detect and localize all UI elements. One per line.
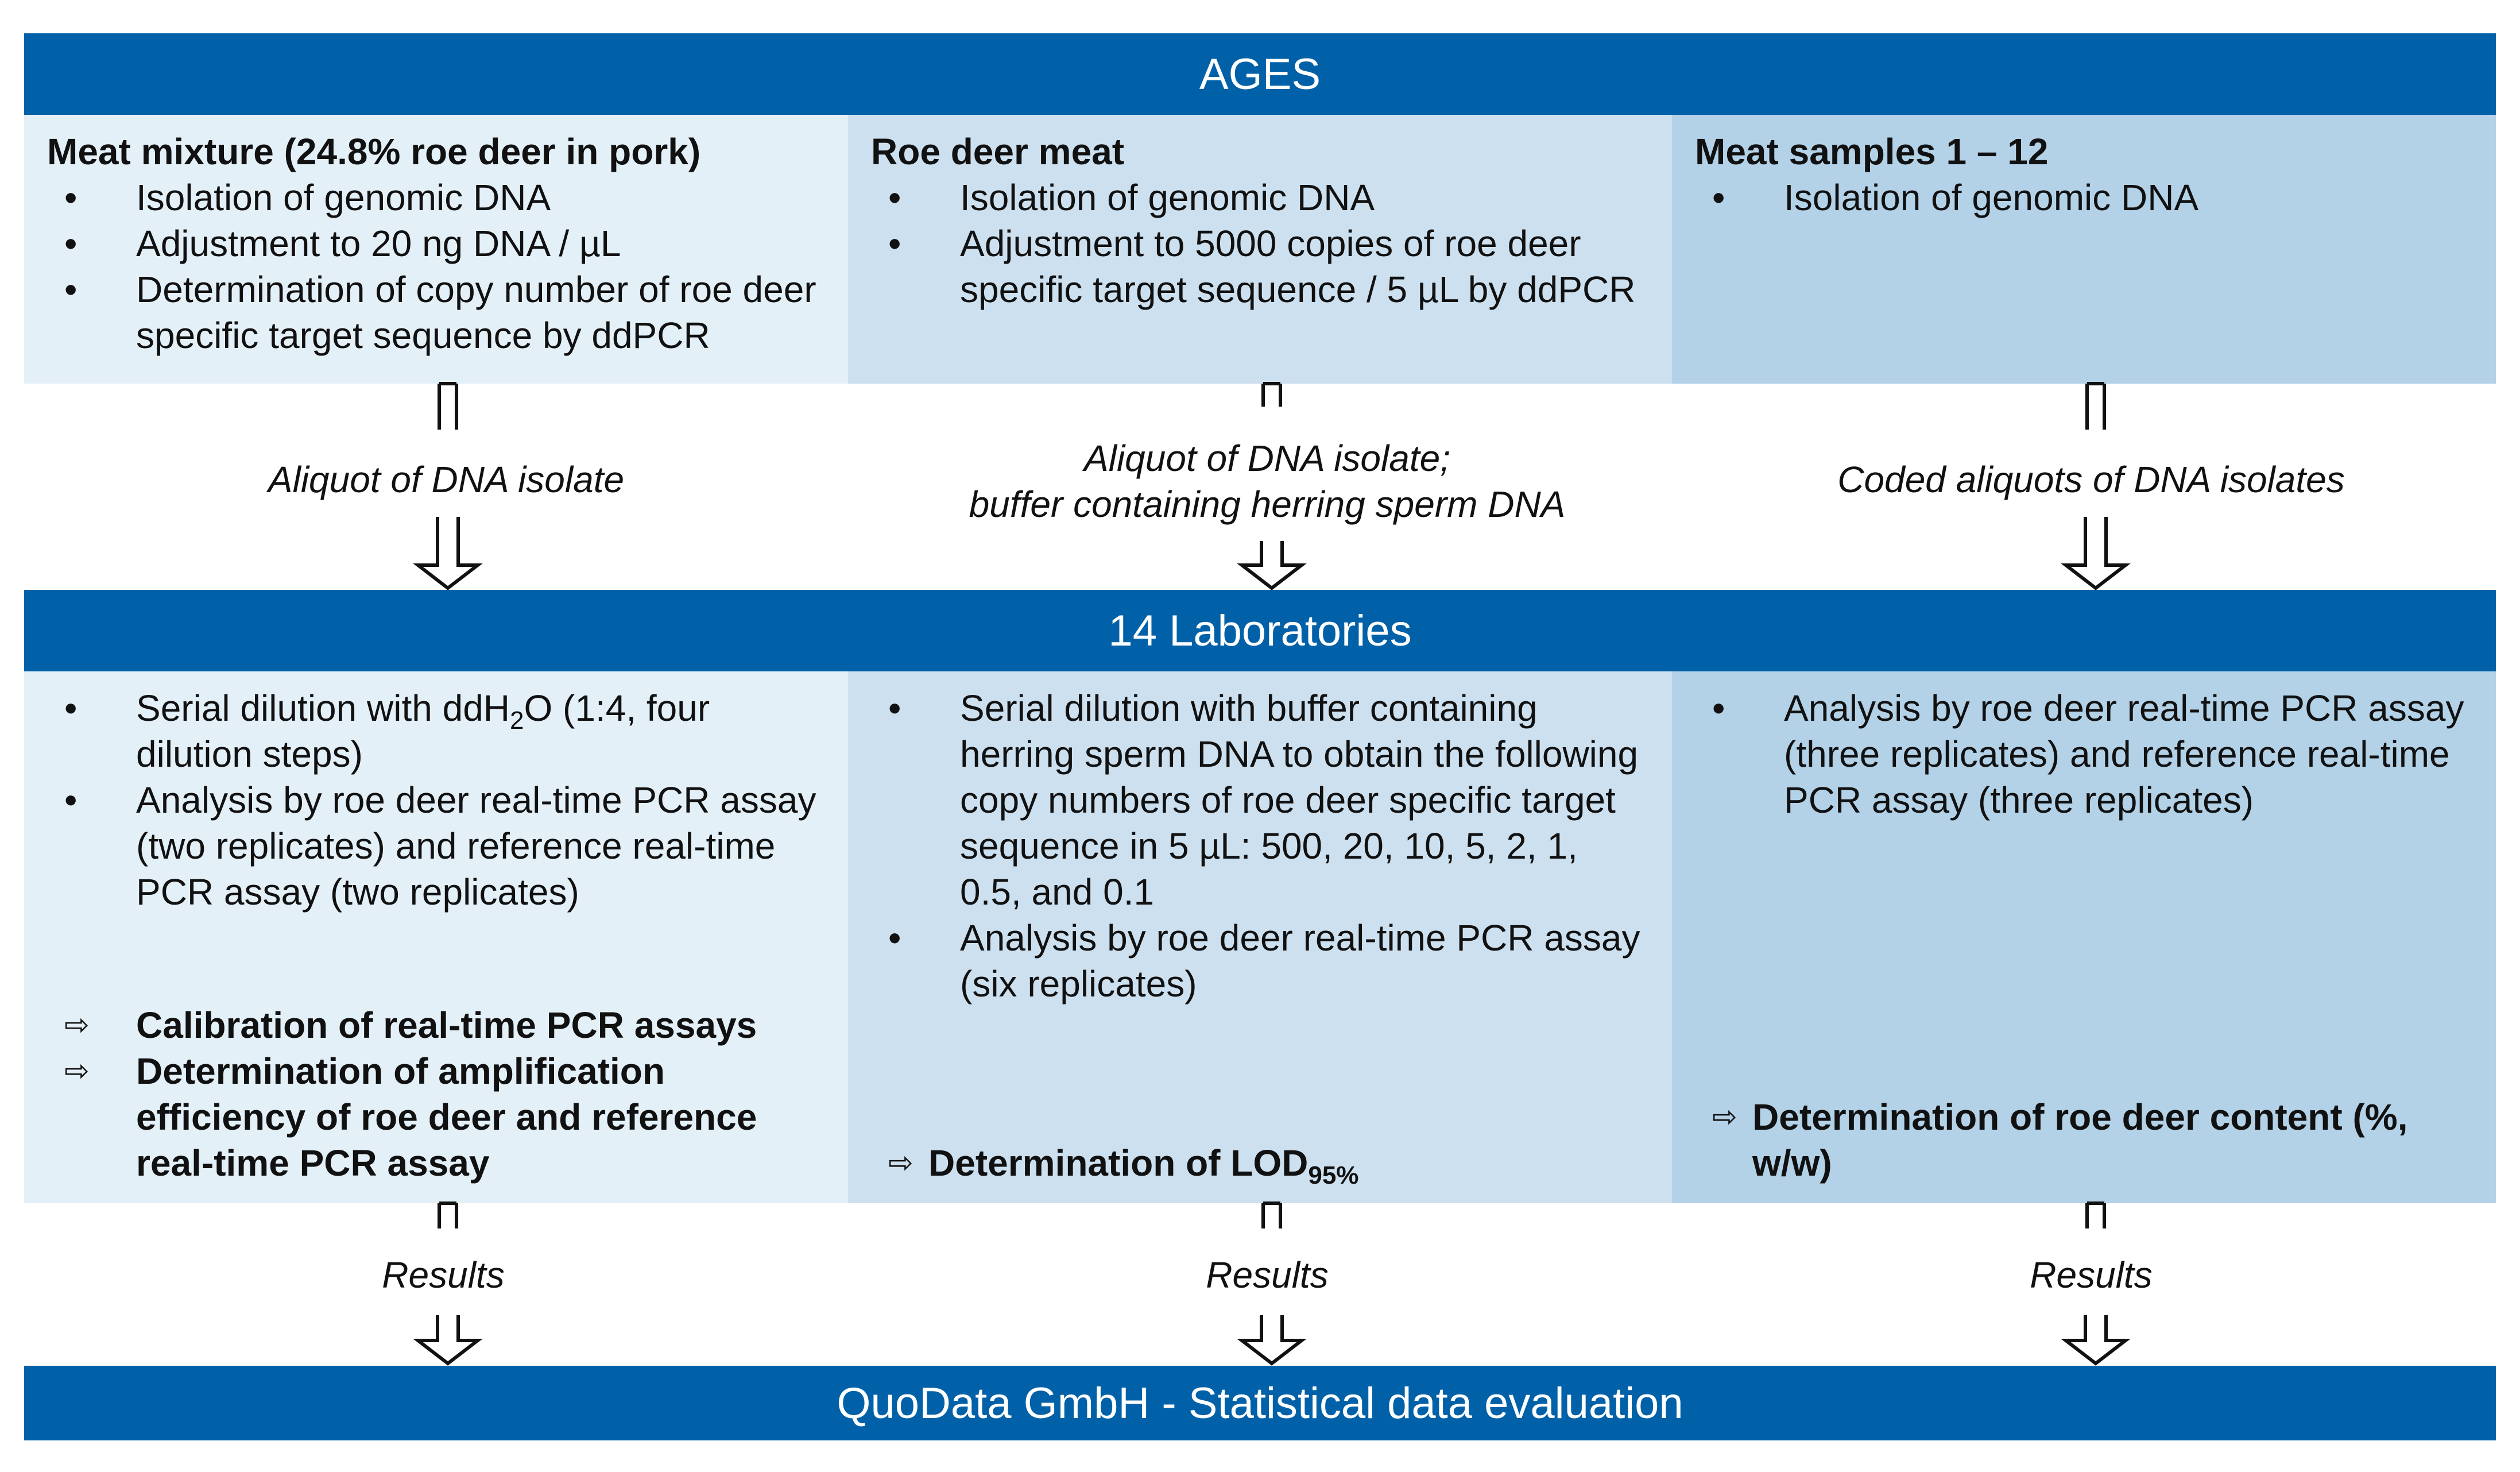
bullet-list: Isolation of genomic DNA Adjustment to 2… (47, 175, 825, 358)
panel-meat-mixture: Meat mixture (24.8% roe deer in pork) Is… (24, 115, 848, 384)
item-text: Serial dilution with ddH (136, 687, 510, 729)
banner-ages-label: AGES (1199, 49, 1321, 99)
panel-meat-samples: Meat samples 1 – 12 Isolation of genomic… (1672, 115, 2496, 384)
list-item: Isolation of genomic DNA (1695, 175, 2473, 221)
bullet-list: Serial dilution with buffer containing h… (871, 685, 1649, 1007)
outcome-item: ⇨ Calibration of real-time PCR assays (47, 1002, 825, 1048)
list-item: Analysis by roe deer real-time PCR assay… (47, 777, 825, 915)
item-text: O (1:4, four dilution steps) (136, 687, 710, 775)
transfer-label-2: Aliquot of DNA isolate; buffer containin… (848, 435, 1686, 527)
hollow-down-arrow-icon (1237, 1315, 1307, 1366)
transfer-text: Aliquot of DNA isolate; (1084, 438, 1450, 479)
list-item: Analysis by roe deer real-time PCR assay… (1695, 685, 2473, 823)
hollow-down-arrow-icon (1261, 382, 1282, 407)
banner-quodata: QuoData GmbH - Statistical data evaluati… (24, 1366, 2496, 1440)
hollow-down-arrow-icon (438, 382, 458, 430)
hollow-down-arrow-icon (2061, 517, 2131, 590)
banner-laboratories-label: 14 Laboratories (1108, 606, 1412, 655)
hollow-down-arrow-icon (413, 517, 483, 590)
list-item: Adjustment to 5000 copies of roe deer sp… (871, 221, 1649, 312)
panel-roe-deer-meat: Roe deer meat Isolation of genomic DNA A… (848, 115, 1672, 384)
transfer-text: Aliquot of DNA isolate (268, 459, 625, 500)
outcome-list: ⇨ Determination of roe deer content (%, w… (1695, 1094, 2473, 1186)
panel-title: Meat samples 1 – 12 (1695, 131, 2049, 172)
outcome-text: Determination of amplification efficienc… (136, 1050, 757, 1184)
outcome-text: Calibration of real-time PCR assays (136, 1004, 757, 1046)
outcome-list: ⇨ Determination of LOD95% (871, 1140, 1649, 1189)
results-text: Results (2030, 1254, 2153, 1296)
transfer-label-1: Aliquot of DNA isolate (24, 457, 868, 503)
panel-lab-content: Analysis by roe deer real-time PCR assay… (1672, 671, 2496, 1203)
hollow-right-arrow-icon: ⇨ (888, 1146, 913, 1180)
panel-title: Roe deer meat (871, 131, 1125, 172)
hollow-down-arrow-icon (2061, 1315, 2131, 1366)
outcome-list: ⇨ Calibration of real-time PCR assays ⇨ De… (47, 1002, 825, 1186)
bullet-list: Analysis by roe deer real-time PCR assay… (1695, 685, 2473, 823)
results-label-2: Results (848, 1252, 1686, 1298)
hollow-down-arrow-icon (438, 1201, 458, 1228)
list-item: Isolation of genomic DNA (47, 175, 825, 221)
hollow-down-arrow-icon (413, 1315, 483, 1366)
outcome-text: Determination of LOD (928, 1142, 1309, 1184)
transfer-text: buffer containing herring sperm DNA (969, 484, 1566, 525)
bullet-list: Isolation of genomic DNA Adjustment to 5… (871, 175, 1649, 312)
panel-title: Meat mixture (24.8% roe deer in pork) (47, 131, 701, 172)
results-label-1: Results (24, 1252, 862, 1298)
transfer-label-3: Coded aliquots of DNA isolates (1672, 457, 2510, 503)
results-label-3: Results (1672, 1252, 2510, 1298)
list-item: Serial dilution with buffer containing h… (871, 685, 1649, 915)
hollow-right-arrow-icon: ⇨ (64, 1009, 90, 1042)
list-item: Adjustment to 20 ng DNA / µL (47, 221, 825, 266)
list-item: Determination of copy number of roe deer… (47, 266, 825, 358)
panel-lab-lod: Serial dilution with buffer containing h… (848, 671, 1672, 1203)
outcome-item: ⇨ Determination of amplification efficien… (47, 1048, 825, 1186)
banner-ages: AGES (24, 33, 2496, 115)
hollow-down-arrow-icon (1237, 541, 1307, 590)
subscript: 95% (1308, 1161, 1359, 1189)
bullet-list: Isolation of genomic DNA (1695, 175, 2473, 221)
subscript: 2 (510, 706, 524, 735)
bullet-list: Serial dilution with ddH2O (1:4, four di… (47, 685, 825, 915)
hollow-down-arrow-icon (1261, 1201, 1282, 1228)
transfer-text: Coded aliquots of DNA isolates (1837, 459, 2345, 500)
hollow-down-arrow-icon (2085, 1201, 2106, 1228)
results-text: Results (1206, 1254, 1329, 1296)
outcome-text: Determination of roe deer content (%, w/… (1752, 1096, 2408, 1184)
outcome-item: ⇨ Determination of roe deer content (%, w… (1695, 1094, 2473, 1186)
banner-quodata-label: QuoData GmbH - Statistical data evaluati… (837, 1378, 1683, 1428)
hollow-right-arrow-icon: ⇨ (64, 1054, 90, 1088)
banner-laboratories: 14 Laboratories (24, 590, 2496, 671)
hollow-down-arrow-icon (2085, 382, 2106, 430)
list-item: Isolation of genomic DNA (871, 175, 1649, 221)
panel-lab-calibration: Serial dilution with ddH2O (1:4, four di… (24, 671, 848, 1203)
list-item: Analysis by roe deer real-time PCR assay… (871, 915, 1649, 1007)
outcome-item: ⇨ Determination of LOD95% (871, 1140, 1649, 1189)
hollow-right-arrow-icon: ⇨ (1712, 1100, 1737, 1134)
list-item: Serial dilution with ddH2O (1:4, four di… (47, 685, 825, 777)
results-text: Results (382, 1254, 505, 1296)
